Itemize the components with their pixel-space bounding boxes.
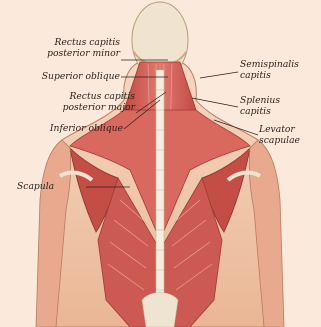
spine [156, 70, 164, 327]
label-scapula: Scapula [17, 182, 54, 193]
label-rectus-capitis-posterior-major: Rectus capitis posterior major [20, 92, 135, 113]
label-rectus-capitis-posterior-minor: Rectus capitis posterior minor [20, 38, 120, 59]
label-levator-scapulae: Levator scapulae [259, 125, 300, 146]
pelvis [142, 293, 178, 327]
label-superior-oblique: Superior oblique [20, 72, 120, 83]
label-splenius-capitis: Splenius capitis [240, 96, 280, 117]
label-semispinalis-capitis: Semispinalis capitis [240, 60, 299, 81]
label-inferior-oblique: Inferior oblique [20, 124, 123, 135]
